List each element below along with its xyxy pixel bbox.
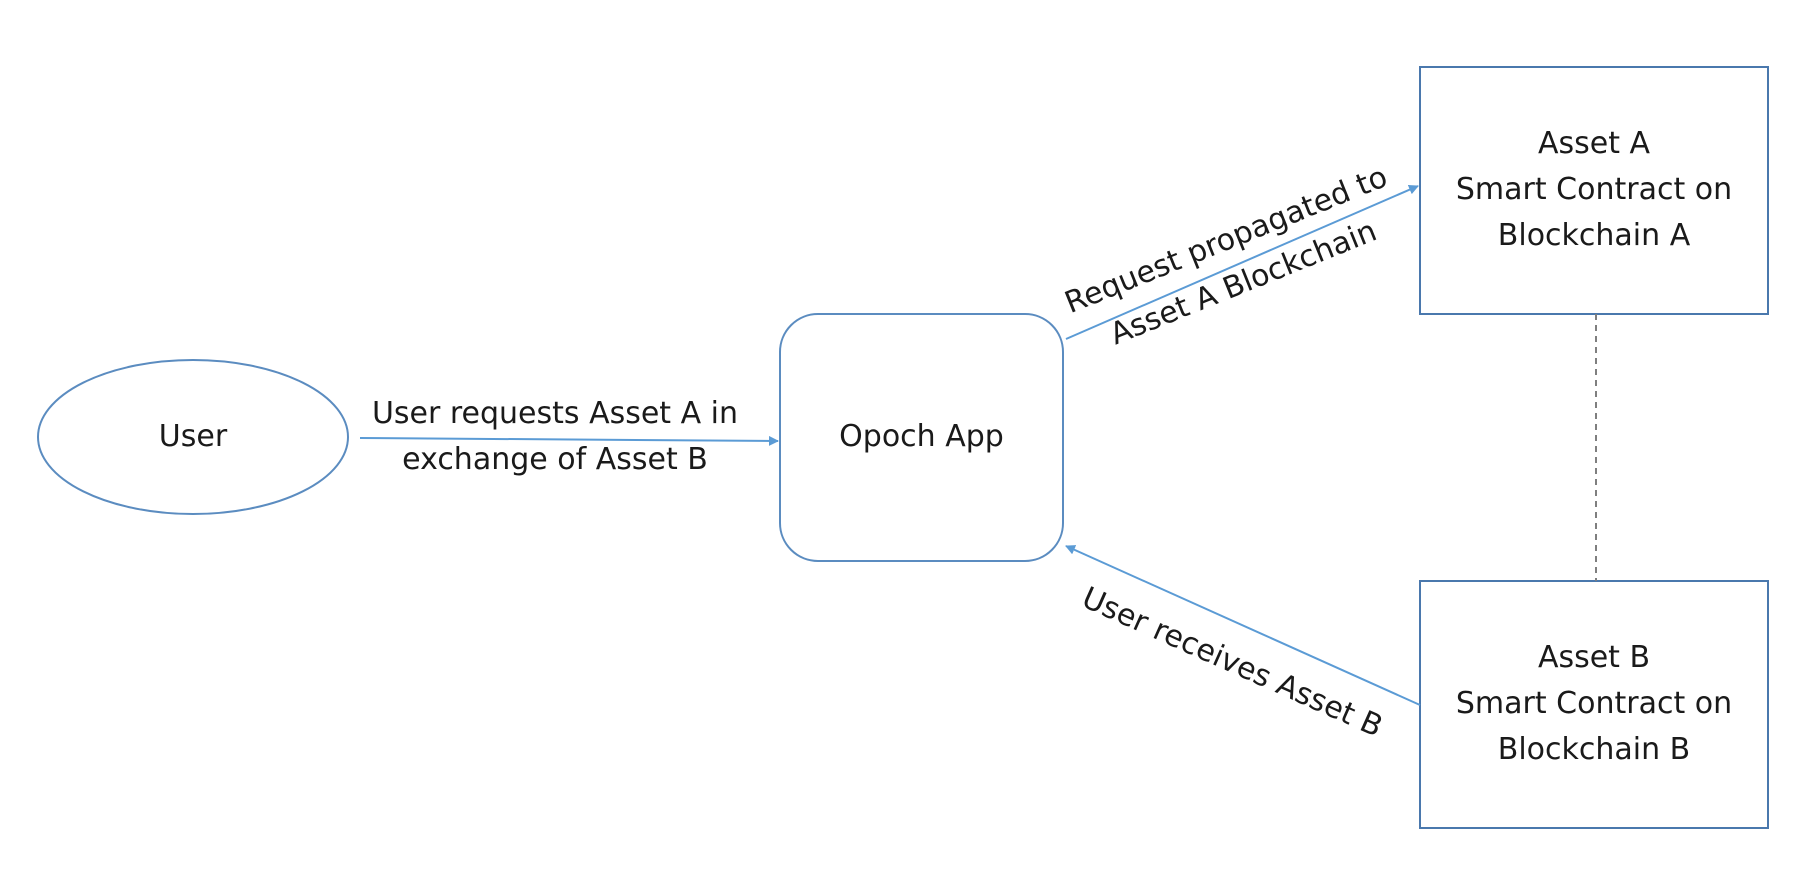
asset-a-contract-node: [1419, 66, 1769, 315]
asset-b-node-label: Asset B Smart Contract on Blockchain B: [1420, 635, 1768, 773]
asset-b-title: Asset B: [1537, 640, 1651, 675]
asset-a-subtitle: Smart Contract on: [1455, 172, 1733, 207]
asset-b-to-app-arrow: [1065, 545, 1421, 706]
user-request-line-1: User requests Asset A in: [371, 396, 739, 431]
asset-a-node-label: Asset A Smart Contract on Blockchain A: [1420, 121, 1768, 259]
user-node: [37, 359, 349, 515]
app-to-asset-a-arrow: [1065, 185, 1419, 340]
asset-b-contract-node: [1419, 580, 1769, 829]
asset-a-title: Asset A: [1537, 126, 1651, 161]
opoch-app-label: Opoch App: [839, 419, 1004, 454]
asset-b-subtitle: Smart Contract on: [1455, 686, 1733, 721]
user-label: User: [158, 419, 228, 454]
user-node-label: User: [93, 414, 293, 460]
user-to-app-arrow: [359, 435, 779, 446]
opoch-app-node: [779, 313, 1064, 562]
user-request-line-2: exchange of Asset B: [402, 442, 708, 477]
asset-b-chain: Blockchain B: [1497, 732, 1691, 767]
opoch-app-label-box: Opoch App: [780, 414, 1063, 460]
asset-a-chain: Blockchain A: [1497, 218, 1691, 253]
user-to-app-edge-label: User requests Asset A in exchange of Ass…: [355, 391, 755, 483]
